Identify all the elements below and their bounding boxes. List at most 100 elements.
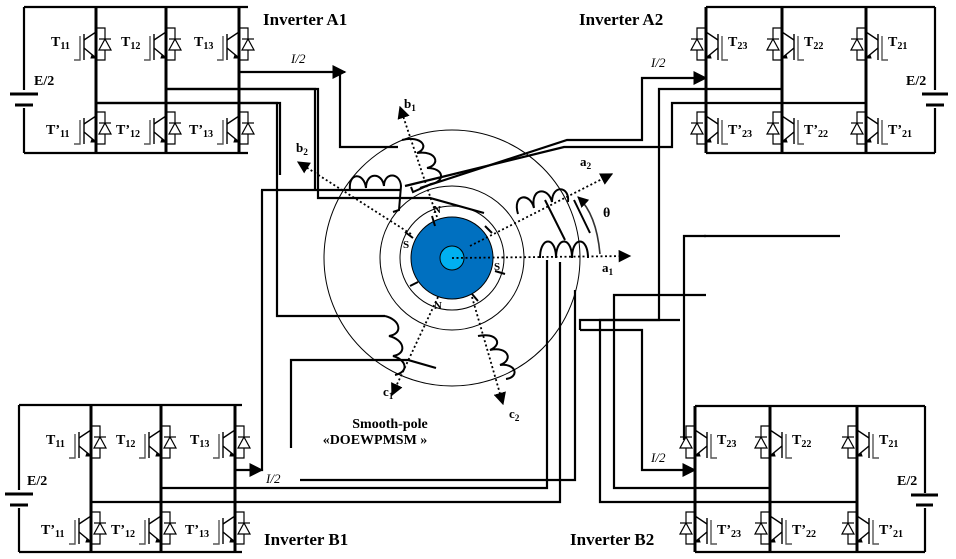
switch-label-lower-0-1: T’12 [116,123,140,140]
coil-c1 [384,315,406,376]
igbt-icon [840,422,879,462]
machine-title: Smooth-pole [352,417,427,432]
pole-label-n2: N [434,300,442,312]
switch-label-upper-2-0: T11 [46,433,65,450]
machine [296,105,632,406]
dc-bus-a1 [22,5,248,155]
switch-label-lower-1-1: T’22 [804,123,828,140]
igbt-icon [74,108,113,148]
switch-label-lower-3-0: T’23 [717,523,741,540]
dc-bus-b2 [695,404,927,554]
switch-label-upper-1-2: T21 [888,35,907,52]
igbt-icon [74,24,113,64]
switch-label-upper-1-1: T22 [804,35,823,52]
axis-c1 [391,296,439,397]
inverter-a1-title: Inverter A1 [263,10,347,29]
switch-label-upper-3-0: T23 [717,433,736,450]
source-label-b1: E/2 [27,474,47,489]
current-arrows [235,65,708,477]
switch-label-upper-0-0: T11 [51,35,70,52]
labels: Inverter A1 Inverter A2 Inverter B1 Inve… [27,10,926,549]
switch-label-upper-3-1: T22 [792,433,811,450]
dc-source-a2 [922,92,948,107]
switch-label-lower-2-0: T’11 [41,523,65,540]
igbt-icon [765,24,804,64]
dc-bus-a2 [706,5,937,155]
coil-a1 [539,240,589,259]
igbt-icon [217,24,256,64]
switch-label-lower-1-2: T’21 [888,123,912,140]
inverter-b1-title: Inverter B1 [264,530,348,549]
dc-bus-b1 [17,403,242,554]
switch-label-upper-2-1: T12 [116,433,135,450]
igbt-icon [689,108,728,148]
igbt-icon [213,422,252,462]
theta-label: θ [603,206,610,221]
igbt-icon [69,508,108,548]
coil-c2 [477,334,516,380]
switch-label-upper-3-2: T21 [879,433,898,450]
winding-axes [296,105,632,406]
switch-label-lower-1-0: T’23 [728,123,752,140]
current-label-a1: I/2 [290,51,306,66]
theta-arrow-icon [577,196,601,255]
windings [348,137,591,380]
igbt-icon [753,422,792,462]
igbt-icon [849,24,888,64]
dc-source-b1 [5,492,33,507]
igbt-icon [217,108,256,148]
switch-label-upper-0-2: T13 [194,35,213,52]
axis-label-a2: a2 [580,154,592,172]
coil-a2 [515,188,570,215]
switch-label-lower-3-1: T’22 [792,523,816,540]
switch-label-lower-3-2: T’21 [879,523,903,540]
axis-label-b1: b1 [404,96,416,114]
switch-label-lower-0-2: T’13 [189,123,213,140]
switch-label-lower-2-2: T’13 [185,523,209,540]
axis-a2 [469,173,614,247]
pole-label-n1: N [433,204,441,216]
switch-label-lower-2-1: T’12 [111,523,135,540]
stator-inner [379,185,525,331]
igbt-icon [765,108,804,148]
inverter-a2-title: Inverter A2 [579,10,663,29]
dc-source-a1 [10,92,38,107]
igbt-icon [678,422,717,462]
axis-label-a1: a1 [602,260,614,278]
stator-outer [323,129,581,387]
igbt-icon [840,508,879,548]
switch-label-lower-0-0: T’11 [46,123,70,140]
igbt-icon [689,24,728,64]
igbt-icon [144,24,183,64]
phase-wire-a1-1 [96,101,282,175]
igbt-icon [849,108,888,148]
current-label-b2: I/2 [650,450,666,465]
dc-source-b2 [911,493,938,507]
igbt-icon [678,508,717,548]
pole-label-s1: S [494,261,500,273]
igbt-icon [144,108,183,148]
axis-label-c2: c2 [509,406,520,424]
axis-b1 [397,105,438,218]
igbt-icon [139,508,178,548]
source-label-b2: E/2 [897,474,917,489]
switch-label-upper-0-1: T12 [121,35,140,52]
rotor-gap [399,205,505,311]
current-label-b1: I/2 [265,471,281,486]
coil-b2 [348,174,403,213]
coil-b1 [401,137,442,194]
igbt-icon [213,508,252,548]
switch-label-upper-1-0: T23 [728,35,747,52]
igbt-icon [139,422,178,462]
igbt-icon [69,422,108,462]
source-label-a2: E/2 [906,74,926,89]
generated-labels: T11T’11T12T’12T13T’13T23T’23T22T’22T21T’… [41,24,912,548]
inverter-b2-title: Inverter B2 [570,530,654,549]
axis-label-c1: c1 [383,384,394,402]
pole-label-s2: S [403,239,409,251]
switch-label-upper-2-2: T13 [190,433,209,450]
axis-label-b2: b2 [296,140,308,158]
current-label-a2: I/2 [650,55,666,70]
machine-subtitle: «DOEWPMSM » [323,433,428,448]
